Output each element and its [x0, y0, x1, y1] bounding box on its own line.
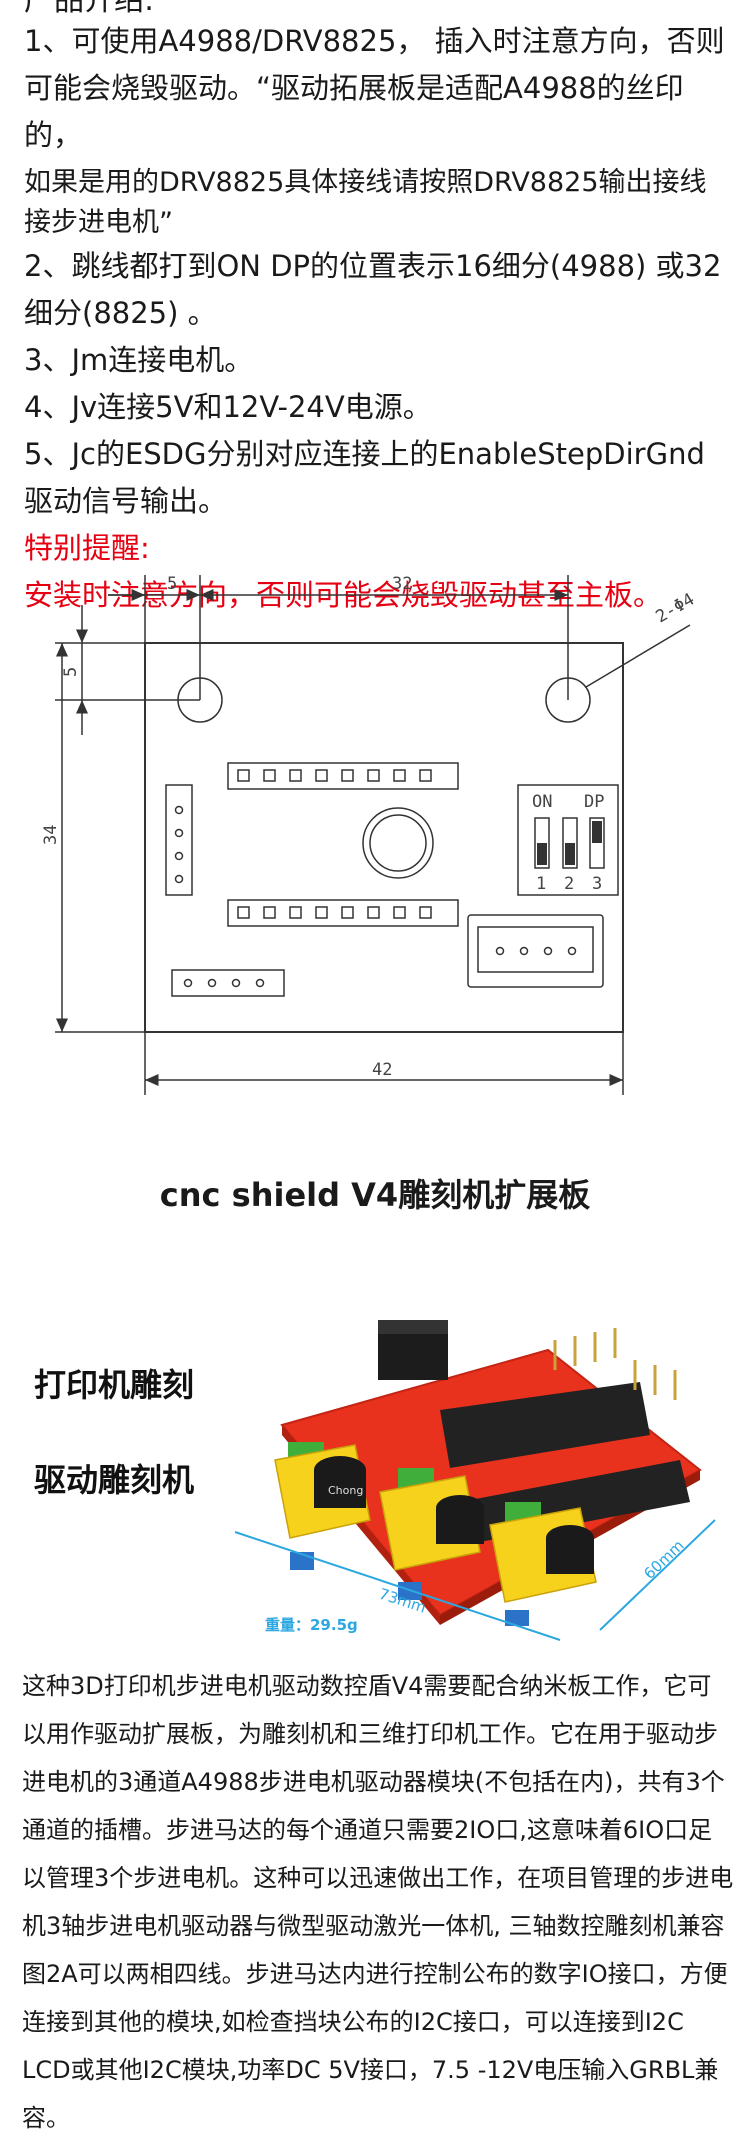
dim-32-label: 32 — [392, 575, 412, 594]
instruction-3: 3、Jm连接电机。 — [24, 343, 254, 377]
instruction-5: 5、Jc的ESDG分别对应连接上的EnableStepDirGnd驱动信号输出。 — [24, 437, 705, 518]
weight-label: 重量：29.5g — [265, 1616, 358, 1634]
product-description: 这种3D打印机步进电机驱动数控盾V4需要配合纳米板工作，它可以用作驱动扩展板，为… — [22, 1662, 734, 2142]
dim-hole-label: 2-Φ4 — [653, 590, 698, 628]
product-title: cnc shield V4雕刻机扩展板 — [159, 1176, 591, 1214]
capacitor-brand: Chong — [328, 1484, 363, 1497]
dip-1-label: 1 — [536, 874, 546, 894]
product-photo: Chong 73mm 60mm 重量：29.5g — [234, 1320, 716, 1641]
label-printer-engraving: 打印机雕刻 — [34, 1366, 195, 1404]
warning-title: 特别提醒: — [24, 531, 150, 565]
dim-42-label: 42 — [372, 1060, 392, 1080]
instruction-2: 2、跳线都打到ON DP的位置表示16细分(4988) 或32细分(8825) … — [24, 249, 722, 330]
dim-5-top-label: 5 — [167, 575, 177, 594]
instructions-block: 1、可使用A4988/DRV8825， 插入时注意方向，否则可能会烧毁驱动。“驱… — [24, 18, 730, 619]
description-text: 这种3D打印机步进电机驱动数控盾V4需要配合纳米板工作，它可以用作驱动扩展板，为… — [22, 1672, 734, 2132]
dip-3-label: 3 — [592, 874, 602, 894]
instruction-1-note: 如果是用的DRV8825具体接线请按照DRV8825输出接线接步进电机” — [24, 167, 707, 238]
dip-2-label: 2 — [564, 874, 574, 894]
mount-hole-right — [545, 677, 591, 723]
product-photo-area: 打印机雕刻 驱动雕刻机 Chong — [0, 1270, 750, 1650]
dimension-drawing: 5 32 2-Φ4 5 34 42 ON DP 1 2 3 — [41, 575, 698, 1095]
board-outline — [144, 642, 624, 1033]
dim-34-label: 34 — [41, 825, 61, 845]
instruction-4: 4、Jv连接5V和12V-24V电源。 — [24, 390, 432, 424]
label-driver-engraving: 驱动雕刻机 — [34, 1461, 195, 1499]
dim-5-side-label: 5 — [61, 667, 81, 677]
instruction-1: 1、可使用A4988/DRV8825， 插入时注意方向，否则可能会烧毁驱动。“驱… — [24, 24, 725, 152]
dim-60-label: 60mm — [640, 1536, 687, 1583]
mount-hole-left — [177, 677, 223, 723]
dip-dp-label: DP — [584, 792, 604, 812]
dip-on-label: ON — [532, 792, 552, 812]
section-header-partial: 产品介绍: — [24, 0, 155, 18]
